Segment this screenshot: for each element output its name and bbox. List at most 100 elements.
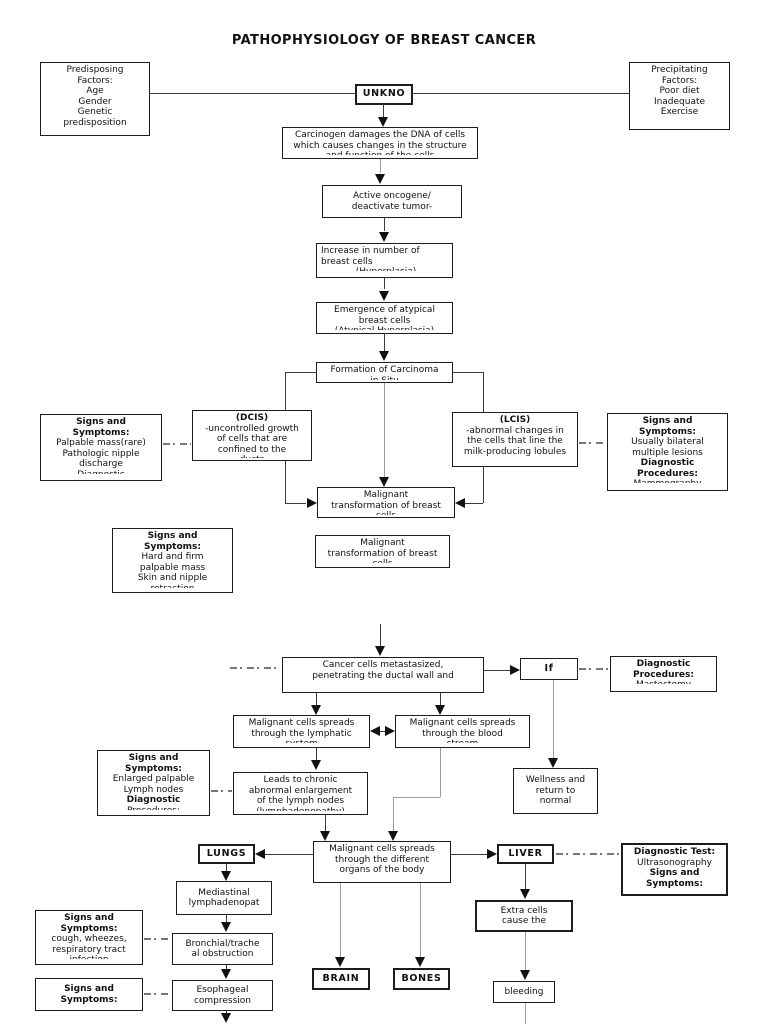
- clipped-text-line: (lymphadenopathy): [235, 807, 366, 811]
- arrowhead-icon: [255, 849, 265, 859]
- node-text-line: multiple lesions: [632, 447, 703, 458]
- dash-dot-connector: [144, 993, 171, 995]
- connector-line: [150, 93, 355, 94]
- node-text-line: Procedures:: [632, 669, 694, 680]
- node-text-line: Factors:: [661, 75, 698, 86]
- arrowhead-icon: [221, 1013, 231, 1023]
- node-text-line: through the lymphatic: [251, 728, 352, 739]
- node-text-line: breast cells: [358, 315, 411, 326]
- node-text-line: Malignant cells spreads: [409, 718, 516, 728]
- node-metastasized: Cancer cells metastasized,penetrating th…: [282, 657, 484, 693]
- dash-dot-connector: [579, 442, 606, 444]
- clipped-text-line: system: [235, 739, 368, 743]
- node-text-line: discharge: [79, 459, 123, 469]
- arrowhead-icon: [375, 174, 385, 184]
- node-text-line: Increase in number of: [321, 246, 420, 256]
- node-text-line: Diagnostic: [126, 795, 181, 805]
- node-text-line: milk-producing lobules: [463, 446, 567, 457]
- node-text-line: (DCIS): [235, 413, 269, 423]
- node-text-line: Signs and: [64, 913, 114, 923]
- connector-line: [316, 748, 317, 760]
- dash-dot-connector: [579, 668, 609, 670]
- arrowhead-icon: [520, 970, 530, 980]
- arrowhead-icon: [378, 117, 388, 127]
- node-text-line: organs of the body: [339, 865, 425, 875]
- arrowhead-icon: [370, 726, 380, 736]
- node-text-line: Hard and firm: [141, 552, 204, 562]
- node-liver: LIVER: [497, 844, 554, 864]
- node-text-line: cough, wheezes,: [51, 934, 127, 944]
- connector-line: [378, 731, 388, 732]
- node-text-line: Pathologic nipple: [62, 448, 140, 459]
- arrowhead-icon: [388, 831, 398, 841]
- connector-line: [285, 461, 286, 503]
- dash-dot-connector: [230, 667, 281, 669]
- clipped-text-line: Diagnostic: [42, 470, 160, 474]
- node-text-line: Malignant cells spreads: [248, 718, 355, 728]
- node-text-line: Enlarged palpable: [112, 774, 195, 784]
- node-text-line: LIVER: [508, 847, 543, 859]
- node-formation: Formation of Carcinomain Situ: [316, 362, 453, 383]
- node-oncogene: Active oncogene/deactivate tumor-: [322, 185, 462, 218]
- connector-line: [384, 217, 385, 231]
- arrowhead-icon: [379, 477, 389, 487]
- node-text-line: cause the: [501, 916, 547, 926]
- node-text-line: Genetic: [77, 107, 113, 117]
- arrowhead-icon: [379, 351, 389, 361]
- node-text-line: palpable mass: [139, 562, 206, 573]
- arrowhead-icon: [379, 232, 389, 242]
- node-text-line: Factors:: [77, 75, 113, 86]
- connector-line: [325, 815, 326, 832]
- clipped-text-line: cells: [319, 511, 453, 515]
- node-text-line: confined to the: [217, 444, 287, 455]
- node-text-line: the cells that line the: [467, 436, 563, 446]
- connector-line: [393, 797, 440, 798]
- node-text-line: UNKNO: [362, 88, 406, 100]
- page-title: PATHOPHYSIOLOGY OF BREAST CANCER: [231, 33, 537, 48]
- dash-dot-connector: [556, 853, 620, 855]
- arrowhead-icon: [335, 957, 345, 967]
- connector-line: [525, 932, 526, 971]
- clipped-text-line: Procedures:: [99, 806, 208, 810]
- node-text-line: of cells that are: [216, 434, 288, 444]
- node-text-line: Diagnostic: [636, 659, 691, 669]
- node-text-line: Exercise: [660, 107, 699, 117]
- node-text-line: Malignant: [360, 538, 405, 548]
- clipped-text-line: cells: [317, 559, 448, 563]
- node-text-line: lymphadenopat: [188, 898, 260, 908]
- connector-line: [484, 670, 510, 671]
- clipped-text-line: (Atypical Hyperplasia): [318, 326, 451, 330]
- node-text-line: Symptoms:: [60, 994, 118, 1005]
- node-text-line: Diagnostic Test:: [633, 847, 716, 857]
- connector-line: [285, 372, 286, 410]
- node-text-line: Emergence of atypical: [334, 305, 435, 315]
- node-text-line: Procedures:: [636, 468, 698, 479]
- node-text-line: If: [544, 662, 554, 674]
- node-lungs: LUNGS: [198, 844, 255, 864]
- node-text-line: Signs and: [642, 416, 693, 426]
- node-bones: BONES: [393, 968, 450, 990]
- arrowhead-icon: [307, 498, 317, 508]
- node-text-line: -abnormal changes in: [466, 425, 564, 436]
- connector-line: [483, 467, 484, 503]
- connector-line: [384, 277, 385, 289]
- connector-line: [380, 624, 381, 647]
- arrowhead-icon: [221, 969, 231, 979]
- connector-line: [420, 883, 421, 958]
- connector-line: [553, 680, 554, 761]
- clipped-text-line: ducts: [194, 455, 310, 458]
- node-text-line: Signs and: [147, 531, 198, 541]
- node-text-line: Predisposing: [66, 65, 124, 75]
- node-text-line: Malignant cells spreads: [329, 844, 435, 854]
- connector-line: [383, 104, 384, 117]
